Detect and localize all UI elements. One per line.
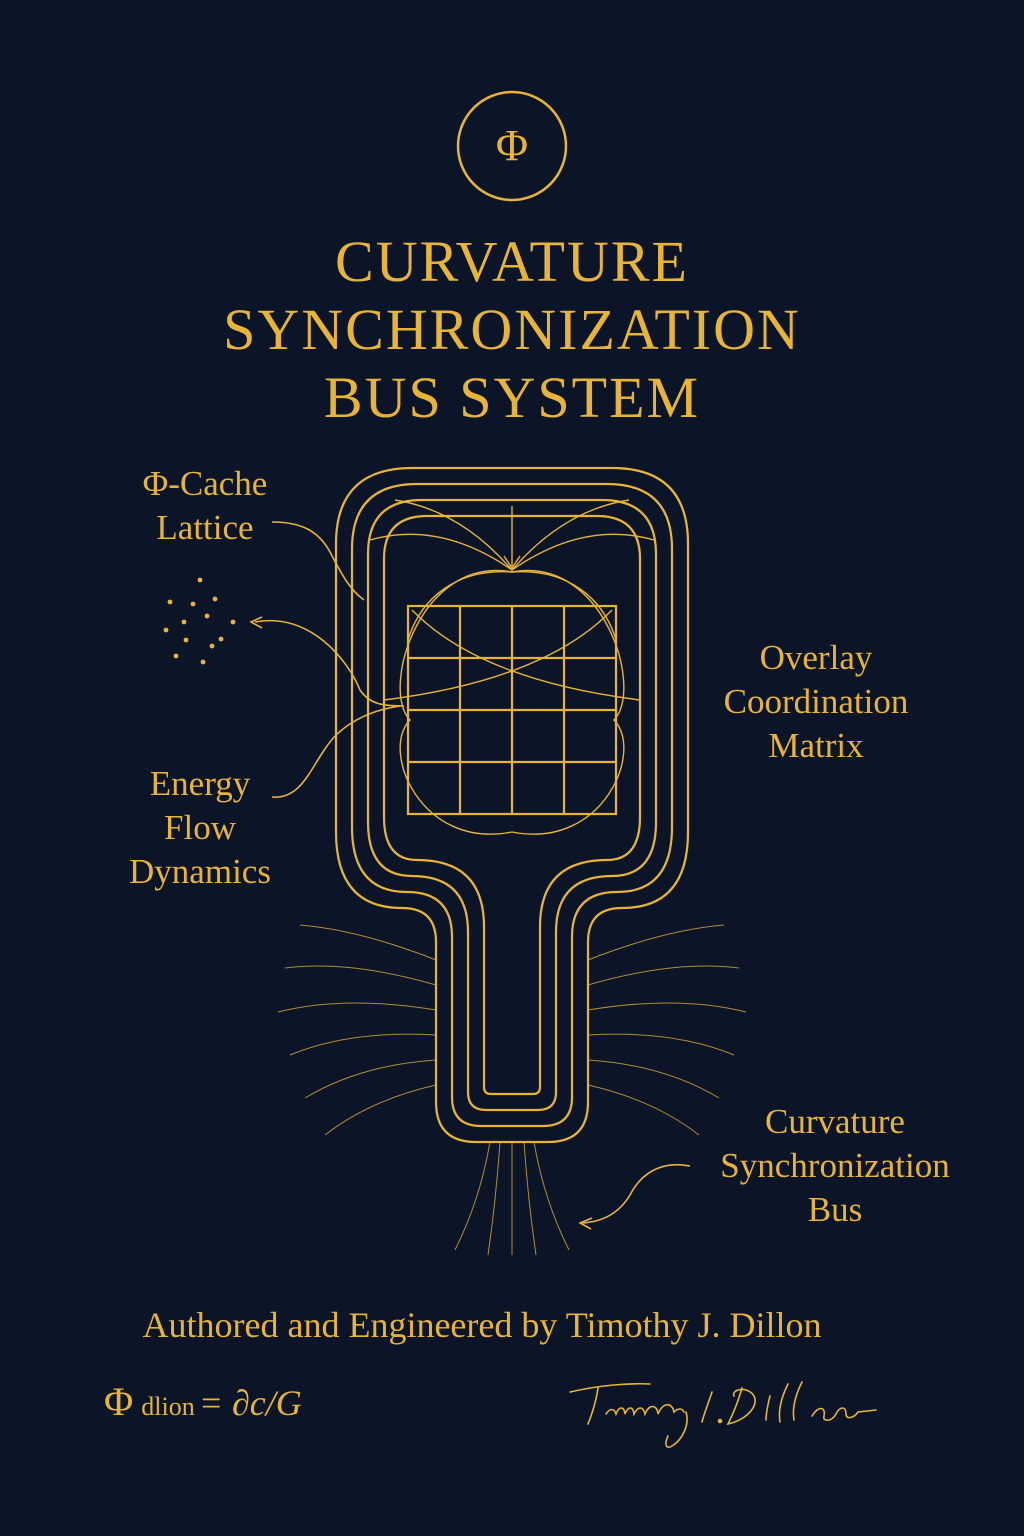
- label-energy-line-1: Energy: [149, 764, 251, 803]
- cloud-leader: [254, 619, 405, 707]
- cache-leader: [271, 521, 365, 601]
- page-title: CURVATURE SYNCHRONIZATION BUS SYSTEM: [0, 228, 1024, 432]
- title-line-3: BUS SYSTEM: [323, 365, 701, 430]
- energy-leader: [271, 705, 401, 798]
- radiating-field-lines: [277, 924, 747, 1256]
- bus-leader: [581, 1163, 691, 1224]
- label-cache-lattice: Φ-Cache Lattice: [100, 462, 310, 550]
- label-overlay-line-3: Matrix: [768, 726, 864, 765]
- label-bus-line-3: Bus: [807, 1190, 863, 1229]
- coordination-matrix-grid: [406, 604, 618, 816]
- label-cache-line-2: Lattice: [156, 508, 254, 547]
- particle-cloud: [163, 577, 236, 665]
- label-overlay-matrix: Overlay Coordination Matrix: [696, 636, 936, 768]
- label-sync-bus: Curvature Synchronization Bus: [690, 1100, 980, 1232]
- formula-rhs: = ∂c/G: [198, 1383, 302, 1423]
- petal-curves: [369, 499, 655, 835]
- label-bus-line-2: Synchronization: [720, 1146, 950, 1185]
- leader-lines: [249, 521, 691, 1230]
- label-overlay-line-1: Overlay: [759, 638, 873, 677]
- label-energy-line-2: Flow: [164, 808, 236, 847]
- formula-subscript: dlion: [141, 1392, 195, 1421]
- bus-loops: [334, 466, 690, 1144]
- title-line-1: CURVATURE: [335, 229, 689, 294]
- label-overlay-line-2: Coordination: [723, 682, 909, 721]
- formula-phi: Φ: [104, 1379, 134, 1424]
- label-cache-line-1: Φ-Cache: [142, 464, 268, 503]
- label-energy-flow: Energy Flow Dynamics: [100, 762, 300, 894]
- title-line-2: SYNCHRONIZATION: [223, 297, 801, 362]
- emblem-circle: [456, 90, 568, 202]
- label-energy-line-3: Dynamics: [129, 852, 271, 891]
- signature: [569, 1381, 877, 1449]
- author-credit: Authored and Engineered by Timothy J. Di…: [142, 1305, 822, 1345]
- phi-emblem-icon: Φ: [495, 121, 529, 170]
- label-bus-line-1: Curvature: [765, 1102, 905, 1141]
